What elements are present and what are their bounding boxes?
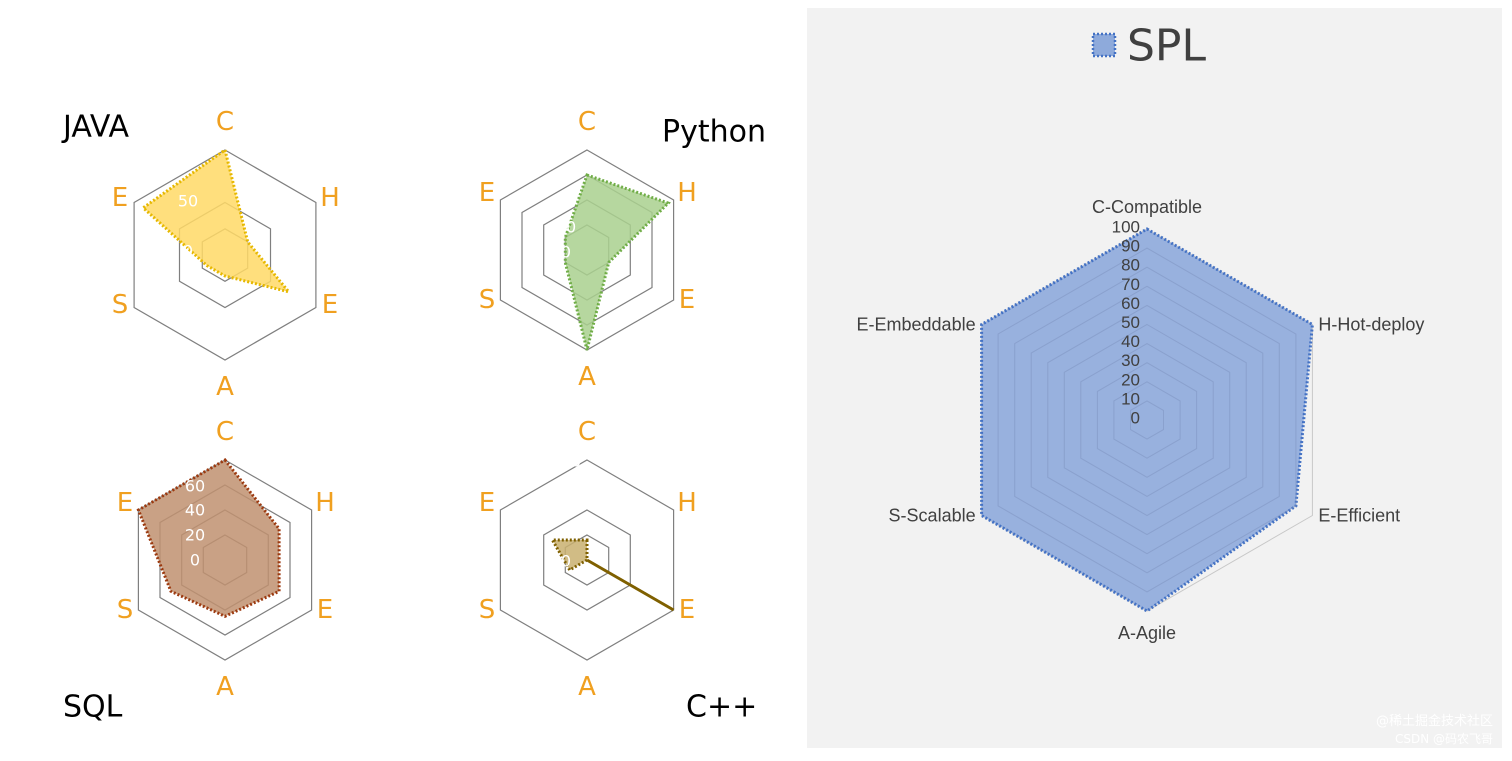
tick-label: 0	[561, 552, 571, 571]
axis-label: C	[216, 417, 234, 447]
grid-ring	[543, 509, 631, 611]
small-radar-charts: 100500CHEASEJAVA806040200CHEASEPython806…	[61, 107, 766, 725]
axis-label: E	[112, 183, 128, 213]
tick-label: 100	[1112, 218, 1140, 237]
axis-label: S	[112, 290, 129, 320]
axis-label: S	[479, 285, 496, 315]
radar-chart-2: 80 60 40 20 0 C H E A S E Python	[479, 107, 766, 392]
axis-label: H-Hot-deploy	[1318, 315, 1424, 335]
axis-label: E	[479, 488, 495, 518]
axis-label: S	[117, 595, 134, 625]
tick-label: 20	[556, 218, 576, 237]
axis-label: A	[578, 672, 596, 702]
axis-label: E	[479, 178, 495, 208]
axis-label: H	[320, 183, 340, 213]
tick-label: 40	[185, 501, 205, 520]
tick-label: 0	[183, 242, 193, 261]
axis-label: E	[117, 488, 133, 518]
chart-title: Python	[662, 115, 766, 150]
axis-label: E-Efficient	[1318, 506, 1400, 526]
grid-ring-overlay	[1096, 362, 1198, 478]
tick-label: 90	[1121, 237, 1140, 256]
grid-ring-overlay	[1030, 285, 1264, 555]
axis-label: E	[317, 595, 333, 625]
axis-label: H	[315, 488, 335, 518]
axis-label: E	[679, 285, 695, 315]
tick-label: 30	[1121, 351, 1140, 370]
tick-label: 0	[190, 551, 200, 570]
axis-label: H	[677, 178, 697, 208]
spl-radar-chart: SPL1009080706050403020100C-CompatibleH-H…	[857, 21, 1493, 747]
tick-label: 0	[1131, 409, 1140, 428]
axis-label: C	[216, 107, 234, 137]
axis-label: C	[578, 417, 596, 447]
grid-ring-overlay	[997, 247, 1297, 593]
tick-label: 10	[1121, 389, 1140, 408]
axis-label: S-Scalable	[889, 506, 976, 526]
tick-label: 40	[556, 192, 576, 211]
axis-label: A	[216, 672, 234, 702]
axis-label: E	[679, 595, 695, 625]
tick-label: 60	[1121, 294, 1140, 313]
tick-label: 70	[1121, 275, 1140, 294]
axis-label: A	[578, 362, 596, 392]
axis-label: A	[216, 372, 234, 402]
tick-label: 60	[185, 477, 205, 496]
tick-label: 80	[556, 143, 576, 162]
series-area	[136, 458, 281, 618]
legend-label: SPL	[1127, 21, 1206, 72]
series-area	[549, 538, 675, 612]
grid-ring-overlay	[1047, 304, 1247, 536]
grid-ring-overlay	[1130, 400, 1164, 440]
tick-label: 50	[178, 192, 198, 211]
tick-label: 50	[1121, 313, 1140, 332]
legend-swatch	[1091, 32, 1117, 58]
axis-label: A-Agile	[1118, 623, 1176, 643]
series-area	[563, 173, 671, 351]
tick-label: 100	[551, 452, 582, 471]
axis-label: S	[479, 595, 496, 625]
tick-label: 0	[561, 243, 571, 262]
tick-label: 20	[1121, 370, 1140, 389]
tick-label: 50	[556, 502, 576, 521]
radar-chart-3: 80 60 40 20 0 C H E A S E SQL	[63, 417, 335, 725]
grid-ring-overlay	[1014, 266, 1280, 574]
watermark-line2: CSDN @码农飞哥	[1395, 732, 1493, 746]
tick-label: 40	[1121, 332, 1140, 351]
axis-label: E-Embeddable	[857, 315, 976, 335]
watermark-line1: @稀土掘金技术社区	[1376, 713, 1493, 729]
tick-label: 80	[1121, 256, 1140, 275]
axis-label: C-Compatible	[1092, 197, 1202, 217]
chart-title: SQL	[63, 690, 123, 725]
series-area	[140, 147, 293, 295]
tick-label: 100	[173, 142, 204, 161]
grid-ring-overlay	[1063, 323, 1231, 517]
axis-label: C	[578, 107, 596, 137]
grid-ring	[133, 149, 317, 361]
series-area-spl	[980, 227, 1314, 613]
grid-ring-overlay	[1113, 381, 1181, 459]
radar-chart-4: 100 50 0 C H E A S E C++	[479, 417, 757, 725]
chart-title: JAVA	[61, 110, 130, 145]
radar-chart-1: 100 50 0 C H E A S E JAVA	[61, 107, 340, 402]
legend: SPL	[1091, 21, 1206, 72]
chart-title: C++	[686, 690, 757, 725]
grid-ring	[499, 459, 675, 661]
axis-label: E	[322, 290, 338, 320]
tick-label: 80	[185, 452, 205, 471]
axis-label: H	[677, 488, 697, 518]
tick-label: 60	[556, 168, 576, 187]
grid-ring-overlay	[1080, 343, 1214, 497]
tick-label: 20	[185, 526, 205, 545]
